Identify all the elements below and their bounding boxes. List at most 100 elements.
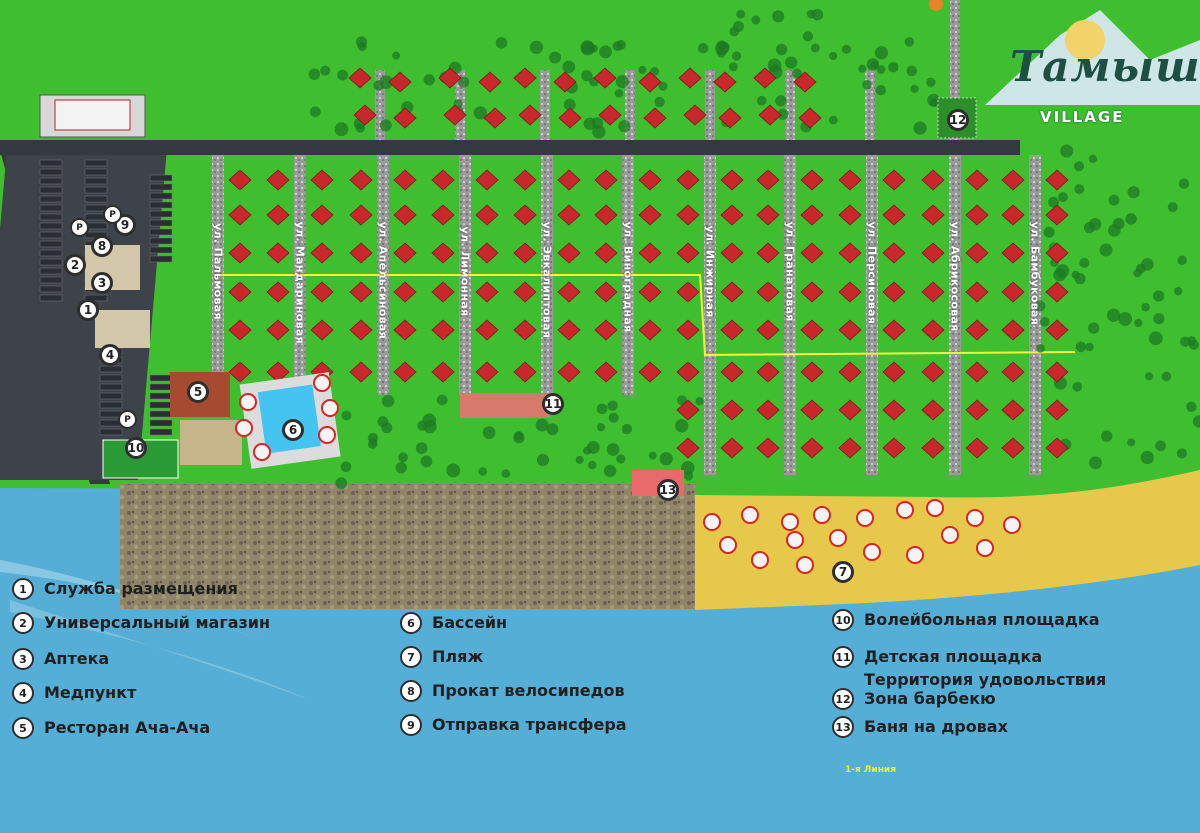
tree bbox=[715, 41, 729, 56]
tree bbox=[733, 21, 744, 32]
map-marker-1[interactable]: 1 bbox=[77, 299, 99, 321]
map-marker-5[interactable]: 5 bbox=[187, 381, 209, 403]
house bbox=[965, 242, 989, 264]
tree bbox=[373, 80, 384, 91]
house bbox=[553, 71, 577, 93]
top-marker-icon bbox=[929, 0, 943, 11]
legend-number: 8 bbox=[400, 680, 422, 702]
house bbox=[921, 437, 945, 459]
house bbox=[349, 169, 373, 191]
parking-space bbox=[39, 249, 63, 257]
parking-space bbox=[149, 237, 173, 245]
map-marker-3[interactable]: 3 bbox=[91, 272, 113, 294]
house bbox=[393, 169, 417, 191]
umbrella bbox=[741, 506, 759, 524]
map-marker-4[interactable]: 4 bbox=[99, 344, 121, 366]
house bbox=[353, 104, 377, 126]
house bbox=[720, 319, 744, 341]
house bbox=[798, 107, 822, 129]
house bbox=[513, 169, 537, 191]
rocky-shore-texture bbox=[120, 484, 695, 609]
house bbox=[638, 361, 662, 383]
house bbox=[310, 281, 334, 303]
house bbox=[228, 319, 252, 341]
map-marker-7[interactable]: 7 bbox=[832, 561, 854, 583]
gravel-street bbox=[949, 155, 961, 475]
map-marker-11[interactable]: 11 bbox=[542, 393, 564, 415]
tree bbox=[575, 455, 584, 464]
parking-space bbox=[149, 383, 173, 391]
tree bbox=[1058, 192, 1068, 203]
house bbox=[475, 281, 499, 303]
tree bbox=[638, 65, 647, 74]
parking-space bbox=[84, 186, 108, 194]
house bbox=[513, 361, 537, 383]
house bbox=[800, 319, 824, 341]
map-marker-12[interactable]: 12 bbox=[947, 109, 969, 131]
house bbox=[557, 204, 581, 226]
map-marker-2[interactable]: 2 bbox=[64, 254, 86, 276]
tree bbox=[1036, 344, 1045, 353]
legend-text: Универсальный магазин bbox=[44, 613, 271, 632]
parking-space bbox=[149, 210, 173, 218]
parking-space bbox=[149, 228, 173, 236]
house bbox=[228, 361, 252, 383]
tree bbox=[616, 454, 626, 464]
tree bbox=[608, 412, 619, 423]
tree bbox=[1071, 270, 1080, 279]
tree bbox=[563, 98, 576, 111]
house bbox=[838, 204, 862, 226]
umbrella bbox=[906, 546, 924, 564]
logo-title: Тамыш bbox=[1010, 42, 1200, 91]
pharmacy-building bbox=[95, 310, 150, 348]
umbrella bbox=[863, 543, 881, 561]
tree bbox=[888, 61, 899, 73]
street-label: ул. Пальмовая bbox=[211, 223, 225, 320]
house bbox=[793, 71, 817, 93]
tree bbox=[802, 31, 814, 42]
map-marker-13[interactable]: 13 bbox=[657, 479, 679, 501]
house bbox=[310, 169, 334, 191]
map-marker-10[interactable]: 10 bbox=[125, 437, 147, 459]
house bbox=[266, 169, 290, 191]
tree bbox=[1034, 300, 1046, 312]
parking-space bbox=[39, 294, 63, 302]
house bbox=[882, 361, 906, 383]
tree bbox=[1085, 342, 1094, 352]
tree bbox=[423, 74, 435, 86]
tree bbox=[772, 10, 785, 23]
house bbox=[800, 242, 824, 264]
tree bbox=[596, 403, 608, 415]
house bbox=[594, 169, 618, 191]
tree bbox=[775, 95, 787, 107]
tree bbox=[731, 51, 742, 61]
house bbox=[965, 204, 989, 226]
house bbox=[393, 204, 417, 226]
house bbox=[266, 204, 290, 226]
map-marker-8[interactable]: 8 bbox=[91, 235, 113, 257]
umbrella bbox=[796, 556, 814, 574]
parking-space bbox=[84, 195, 108, 203]
tree bbox=[1048, 196, 1060, 208]
house bbox=[720, 361, 744, 383]
house bbox=[483, 107, 507, 129]
tree bbox=[1173, 286, 1183, 296]
tree bbox=[562, 60, 576, 74]
house bbox=[1001, 437, 1025, 459]
street-label: ул. Лимонная bbox=[458, 226, 472, 317]
tree bbox=[1039, 316, 1050, 327]
parking-space bbox=[84, 168, 108, 176]
tree bbox=[546, 423, 559, 436]
tree bbox=[681, 461, 695, 475]
house bbox=[838, 399, 862, 421]
map-marker-6[interactable]: 6 bbox=[282, 419, 304, 441]
parking-space bbox=[99, 392, 123, 400]
tree bbox=[615, 75, 629, 89]
legend-number: 1 bbox=[12, 578, 34, 600]
house bbox=[800, 281, 824, 303]
house bbox=[921, 361, 945, 383]
house bbox=[720, 242, 744, 264]
tree bbox=[904, 37, 915, 47]
